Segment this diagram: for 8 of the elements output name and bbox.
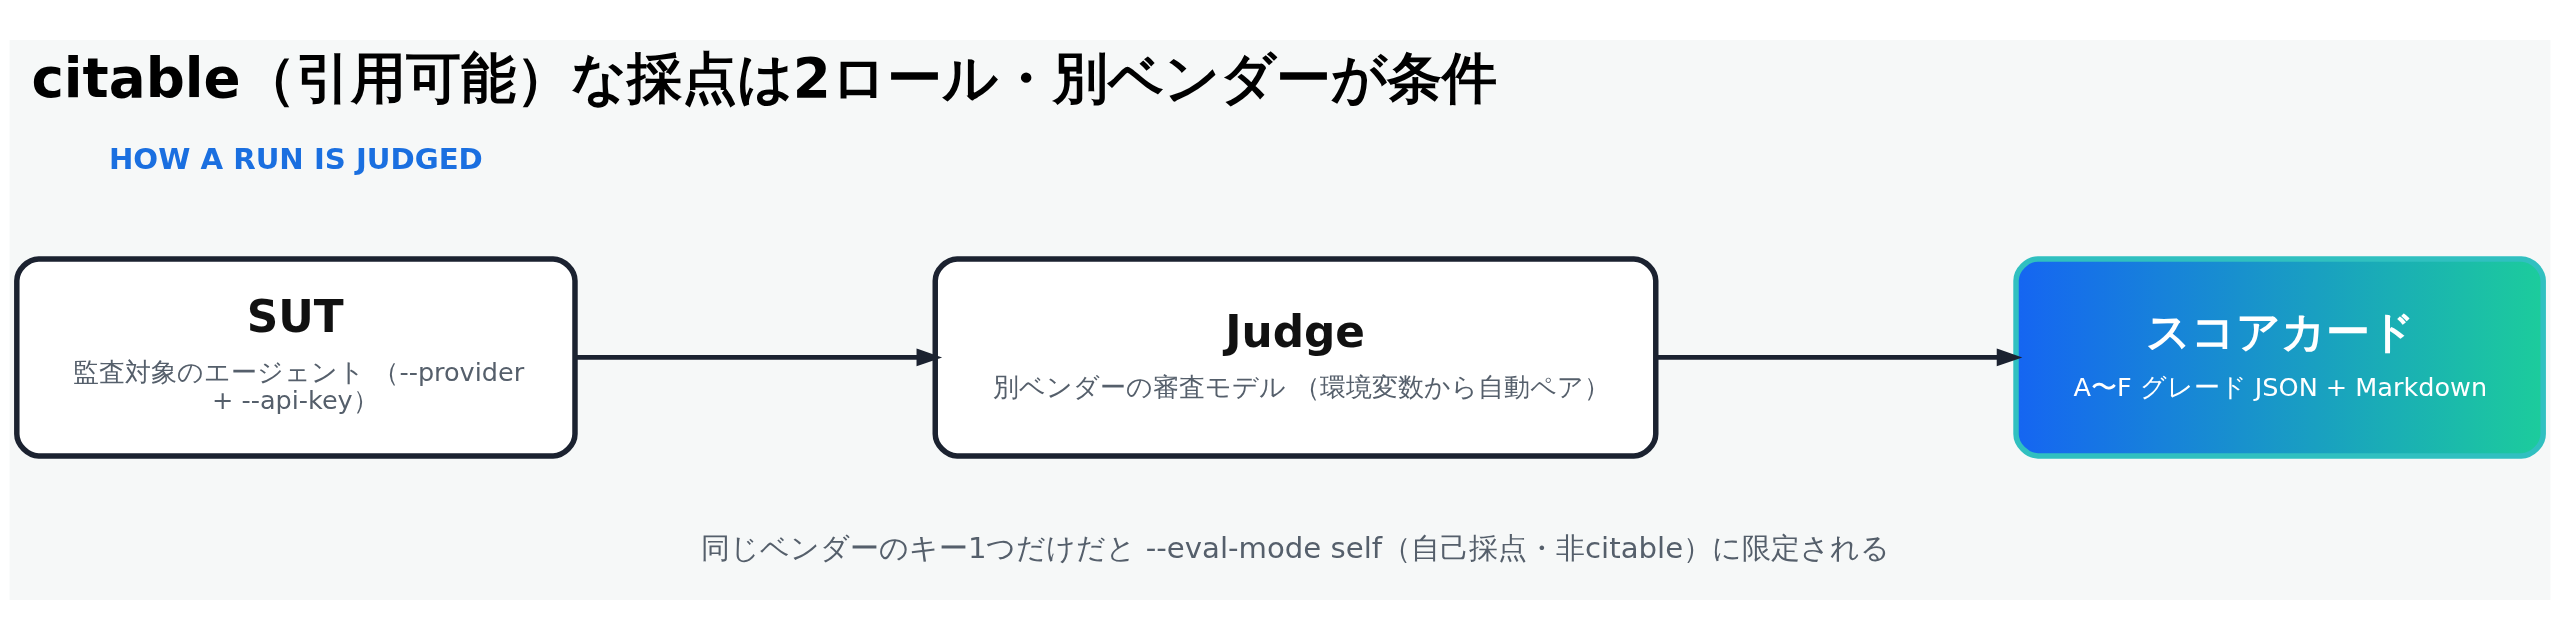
arrow <box>1656 348 2023 367</box>
arrow <box>575 348 943 367</box>
caption: 同じベンダーのキー1つだけだと --eval-mode self（自己採点・非citable）に限定される <box>700 530 1891 565</box>
node-box: SUT 監査対象のエージェント （--provider + --api-key） <box>14 256 578 459</box>
label: HOW A RUN IS JUDGED <box>108 142 483 177</box>
node-box: Judge 別ベンダーの審査モデル （環境変数から自動ペア） <box>932 256 1659 459</box>
diagram-title: citable（引用可能）な採点は2ロール・別ベンダーが条件 <box>31 45 1497 110</box>
node-box: スコアカード A〜F グレード JSON + Markdown <box>2013 256 2546 459</box>
